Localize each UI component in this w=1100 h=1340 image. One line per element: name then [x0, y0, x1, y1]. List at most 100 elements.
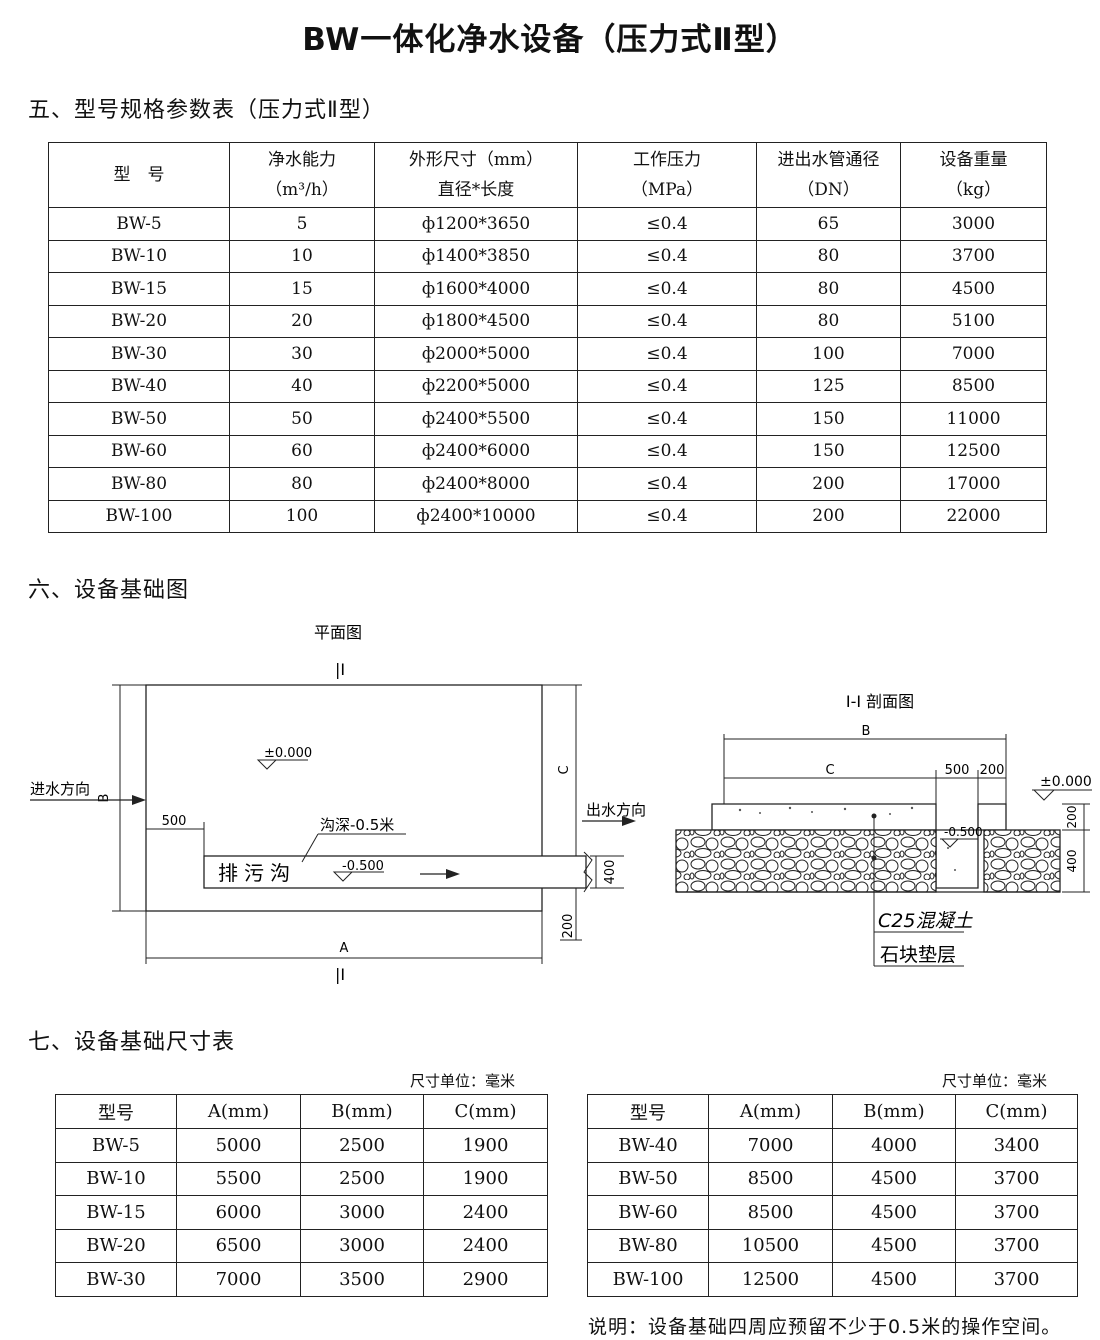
foundation-left-cell: 5500: [176, 1161, 301, 1196]
spec-table-cell: ≤0.4: [577, 304, 757, 338]
spec-header-pipe-diameter: 进出水管通径（DN）: [756, 142, 901, 208]
foundation-right-cell: 4500: [832, 1195, 956, 1230]
outlet-arrow-icon: [622, 816, 636, 826]
plan-drainage-ditch: [203, 855, 587, 889]
foundation-right-cell: 12500: [708, 1262, 833, 1297]
spec-header-pressure: 工作压力（MPa）: [577, 142, 757, 208]
foundation-left-cell: 7000: [176, 1262, 301, 1297]
foundation-left-cell: 2400: [423, 1228, 548, 1263]
spec-table-cell: ф1600*4000: [374, 272, 578, 306]
foundation-right-cell: 4000: [832, 1128, 956, 1163]
plan-outlet-label: 出水方向: [586, 801, 646, 819]
foundation-left-cell: BW-15: [55, 1195, 177, 1230]
spec-table-cell: BW-30: [48, 337, 230, 371]
spec-table-cell: 5100: [900, 304, 1047, 338]
foundation-left-header-b: B(mm): [300, 1094, 424, 1129]
spec-table-cell: 8500: [900, 369, 1047, 403]
spec-table-cell: BW-80: [48, 467, 230, 501]
spec-table-cell: 60: [229, 434, 375, 468]
foundation-drawing: 平面图 |I |I B A C 200 400 ±0.000 进水方向: [30, 623, 1092, 984]
foundation-left-cell: 3500: [300, 1262, 424, 1297]
spec-table-cell: BW-60: [48, 434, 230, 468]
spec-table-cell: 30: [229, 337, 375, 371]
plan-dim-500-label: 500: [162, 814, 187, 829]
spec-table-cell: 100: [756, 337, 901, 371]
section-dim-400v-label: 400: [1065, 850, 1079, 873]
section-stone-bedding-left: [675, 829, 937, 893]
section-ditch-level-label: -0.500: [944, 825, 983, 839]
foundation-right-cell: 4500: [832, 1262, 956, 1297]
foundation-right-header-a: A(mm): [708, 1094, 833, 1129]
foundation-left-cell: 3000: [300, 1228, 424, 1263]
plan-dim-b-label: B: [97, 794, 112, 803]
spec-header-model: 型 号: [48, 142, 230, 208]
foundation-right-cell: 3700: [955, 1161, 1078, 1196]
foundation-right-cell: 3700: [955, 1228, 1078, 1263]
spec-table-cell: BW-15: [48, 272, 230, 306]
plan-view: 平面图 |I |I B A C 200 400 ±0.000 进水方向: [30, 623, 646, 984]
spec-table-cell: ≤0.4: [577, 467, 757, 501]
foundation-right-cell: 10500: [708, 1228, 833, 1263]
foundation-right-header-model: 型号: [587, 1094, 709, 1129]
spec-table-cell: 5: [229, 207, 375, 241]
spec-table-cell: 200: [756, 499, 901, 533]
spec-table-cell: ≤0.4: [577, 272, 757, 306]
plan-ditch-depth-label: 沟深-0.5米: [320, 816, 394, 834]
plan-ditch-label: 排污沟: [218, 861, 296, 885]
foundation-left-cell: 2500: [300, 1161, 424, 1196]
section-dim-200-label: 200: [980, 763, 1005, 778]
foundation-left-cell: 1900: [423, 1128, 548, 1163]
unit-label-right: 尺寸单位：毫米: [942, 1072, 1048, 1090]
plan-section-mark-top: |I: [335, 660, 345, 679]
section-dim-b-label: B: [862, 724, 871, 739]
foundation-left-cell: BW-30: [55, 1262, 177, 1297]
spec-table-cell: 80: [229, 467, 375, 501]
section-heading-foundation-drawing: 六、设备基础图: [28, 578, 190, 603]
foundation-left-header-row: 型号 A(mm) B(mm) C(mm): [55, 1094, 548, 1129]
foundation-left-cell: BW-20: [55, 1228, 177, 1263]
spec-table-cell: BW-20: [48, 304, 230, 338]
spec-table-cell: 200: [756, 467, 901, 501]
foundation-right-cell: BW-100: [587, 1262, 709, 1297]
foundation-right-cell: 8500: [708, 1161, 833, 1196]
foundation-right-cell: 7000: [708, 1128, 833, 1163]
spec-table-cell: ф1200*3650: [374, 207, 578, 241]
spec-table-cell: BW-50: [48, 402, 230, 436]
spec-table-cell: ф2400*6000: [374, 434, 578, 468]
section-level-triangle-icon: [1032, 789, 1056, 801]
foundation-right-header-row: 型号 A(mm) B(mm) C(mm): [587, 1094, 1078, 1129]
plan-ditch-level-triangle-icon: [332, 871, 354, 882]
foundation-left-cell: 2400: [423, 1195, 548, 1230]
foundation-right-cell: BW-80: [587, 1228, 709, 1263]
plan-level-label: ±0.000: [264, 746, 312, 761]
spec-table-cell: ф2400*5500: [374, 402, 578, 436]
foundation-left-cell: 2500: [300, 1128, 424, 1163]
section-view: Ⅰ-Ⅰ 剖面图 B C 500 200 ±0.000 -0.500: [675, 692, 1092, 967]
foundation-right-header-c: C(mm): [955, 1094, 1078, 1129]
spec-table-cell: ф2200*5000: [374, 369, 578, 403]
spec-table-cell: 3700: [900, 239, 1047, 273]
spec-table-cell: 3000: [900, 207, 1047, 241]
spec-table-cell: BW-100: [48, 499, 230, 533]
foundation-left-cell: 6000: [176, 1195, 301, 1230]
spec-table-cell: ≤0.4: [577, 402, 757, 436]
plan-dim-200-label: 200: [561, 914, 576, 939]
plan-foundation-outline: [145, 684, 543, 912]
spec-header-dimensions: 外形尺寸（mm）直径*长度: [374, 142, 578, 208]
foundation-left-header-a: A(mm): [176, 1094, 301, 1129]
plan-dim-a-label: A: [340, 941, 349, 956]
section-concrete-label: C25混凝土: [878, 910, 973, 932]
spec-table-cell: 10: [229, 239, 375, 273]
